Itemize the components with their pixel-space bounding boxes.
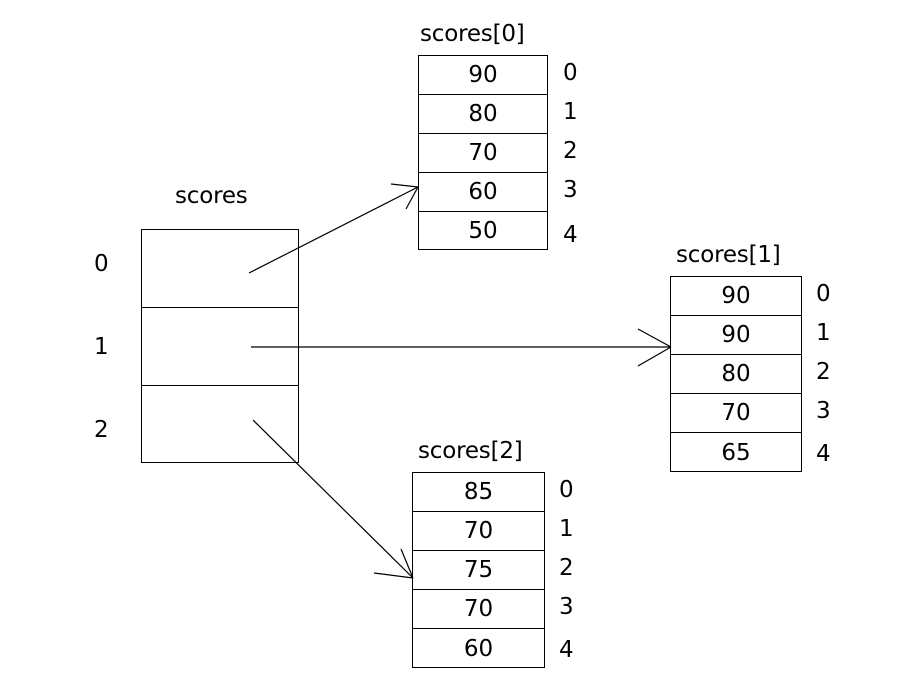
array-title-scores-1: scores[1] <box>676 242 781 268</box>
array-box-scores-1: 90 90 80 70 65 <box>670 276 802 472</box>
array-index-s2-0: 0 <box>559 477 574 503</box>
pointer-array-cell-1[interactable] <box>142 308 298 386</box>
array-cell-s1-1[interactable]: 90 <box>671 316 801 355</box>
array-cell-s1-4[interactable]: 65 <box>721 439 751 466</box>
array-title-scores-2: scores[2] <box>418 438 523 464</box>
pointer-arrow-1 <box>251 328 672 367</box>
array-cell-s2-3[interactable]: 70 <box>413 590 544 629</box>
array-index-s0-0: 0 <box>563 60 578 86</box>
pointer-array-index-0: 0 <box>94 251 109 277</box>
array-index-s0-1: 1 <box>563 99 578 125</box>
array-cell-s2-1[interactable]: 70 <box>413 512 544 551</box>
array-index-s2-4: 4 <box>559 637 574 663</box>
pointer-array-index-2: 2 <box>94 417 109 443</box>
array-index-s1-2: 2 <box>816 359 831 385</box>
array-index-s0-4: 4 <box>563 222 578 248</box>
array-index-s0-3: 3 <box>563 177 578 203</box>
pointer-array-cell-2[interactable] <box>142 386 298 462</box>
pointer-array-cell-0[interactable] <box>142 230 298 308</box>
array-box-scores-2: 85 70 75 70 60 <box>412 472 545 668</box>
array-cell-s0-2[interactable]: 70 <box>419 134 547 173</box>
pointer-array-index-1: 1 <box>94 334 109 360</box>
pointer-array-title: scores <box>175 183 248 209</box>
array-index-s1-0: 0 <box>816 281 831 307</box>
array-index-s2-1: 1 <box>559 516 574 542</box>
array-cell-s0-0[interactable]: 90 <box>419 56 547 95</box>
array-index-s2-2: 2 <box>559 555 574 581</box>
array-cell-s0-1[interactable]: 80 <box>419 95 547 134</box>
array-index-s1-4: 4 <box>816 441 831 467</box>
array-cell-s0-3[interactable]: 60 <box>419 173 547 212</box>
array-cell-s0-4[interactable]: 50 <box>468 218 498 244</box>
array-index-s1-3: 3 <box>816 398 831 424</box>
array-cell-s1-3[interactable]: 70 <box>671 394 801 433</box>
array-box-scores-0: 90 80 70 60 50 <box>418 55 548 250</box>
array-cell-s2-2[interactable]: 75 <box>413 551 544 590</box>
array-title-scores-0: scores[0] <box>420 21 525 47</box>
array-index-s0-2: 2 <box>563 138 578 164</box>
array-index-s2-3: 3 <box>559 594 574 620</box>
array-cell-s2-0[interactable]: 85 <box>413 473 544 512</box>
array-cell-s2-4[interactable]: 60 <box>463 635 494 662</box>
pointer-array-box <box>141 229 299 463</box>
array-index-s1-1: 1 <box>816 320 831 346</box>
array-cell-s1-2[interactable]: 80 <box>671 355 801 394</box>
array-cell-s1-0[interactable]: 90 <box>671 277 801 316</box>
